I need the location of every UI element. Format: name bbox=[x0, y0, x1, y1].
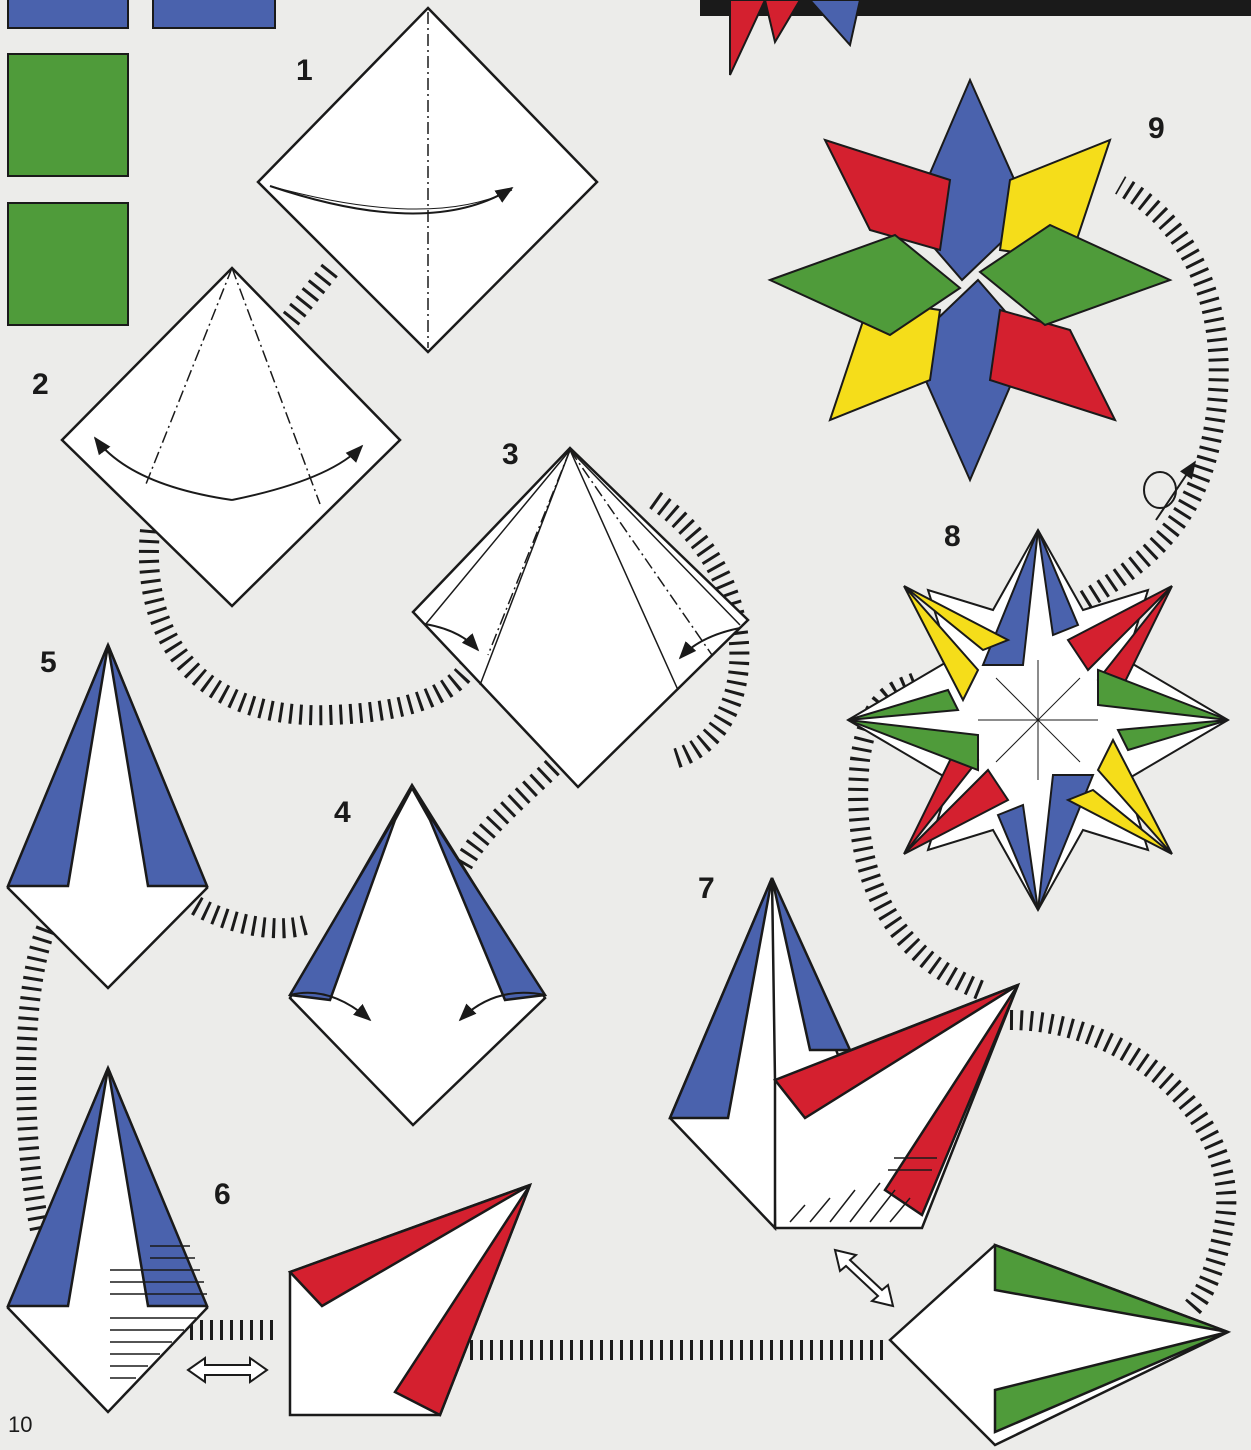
step-6-green-unit bbox=[890, 1245, 1228, 1445]
step-8-label: 8 bbox=[944, 522, 961, 552]
page-number: 10 bbox=[8, 1414, 32, 1436]
blue-swatch bbox=[153, 0, 275, 28]
step-6-kite bbox=[8, 1068, 207, 1412]
double-arrow-icon bbox=[188, 1358, 267, 1382]
step-7-label: 7 bbox=[698, 874, 715, 904]
step-8-open-star bbox=[848, 530, 1228, 910]
step-9-label: 9 bbox=[1148, 114, 1165, 144]
green-swatch bbox=[8, 54, 128, 176]
step-3-label: 3 bbox=[502, 440, 519, 470]
step-5-label: 5 bbox=[40, 648, 57, 678]
double-arrow-icon bbox=[835, 1250, 893, 1306]
step-9-finished-star bbox=[770, 80, 1170, 480]
green-swatch bbox=[8, 203, 128, 325]
step-7-assembly bbox=[670, 878, 1018, 1228]
step-5-kite bbox=[8, 645, 207, 988]
blue-swatch bbox=[8, 0, 128, 28]
step-4-label: 4 bbox=[334, 798, 351, 828]
turn-over-arrow-icon bbox=[1144, 462, 1195, 520]
step-1-label: 1 bbox=[296, 56, 313, 86]
step-2-label: 2 bbox=[32, 370, 49, 400]
step-6-label: 6 bbox=[214, 1180, 231, 1210]
cropped-star-preview bbox=[700, 0, 1251, 75]
step-4-kite bbox=[290, 785, 545, 1125]
step-6-folded-unit bbox=[290, 1185, 530, 1415]
